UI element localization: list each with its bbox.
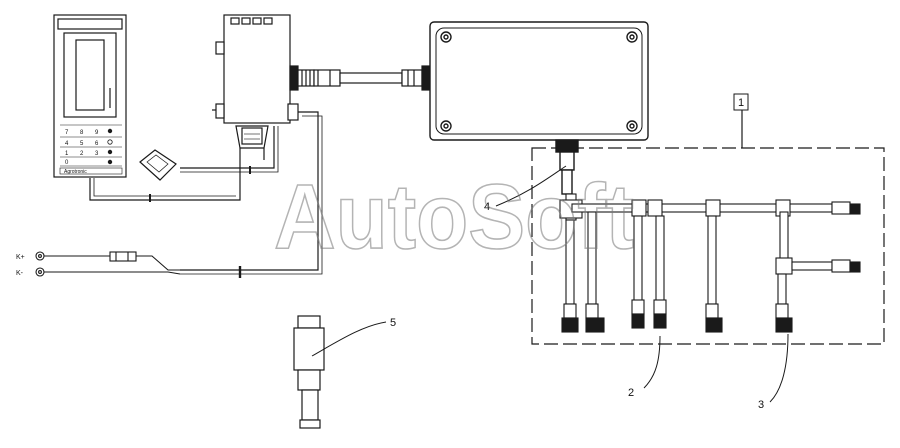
key-4[interactable]: 4 [65, 141, 69, 147]
function-key-icon[interactable] [107, 139, 113, 145]
callout-3-label: 3 [758, 399, 764, 411]
key-9[interactable]: 9 [95, 130, 99, 136]
key-8[interactable]: 8 [80, 130, 84, 136]
key-2[interactable]: 2 [80, 151, 84, 157]
battery-leads [35, 251, 181, 277]
brand-label: Agrotronic [64, 169, 87, 175]
terminal-cables [89, 111, 323, 278]
callout-1-label: 1 [738, 97, 744, 109]
callout-2-label: 2 [628, 387, 634, 399]
callout-5-label: 5 [390, 317, 396, 329]
key-5[interactable]: 5 [80, 141, 84, 147]
trunk-cable [313, 65, 431, 91]
key-7[interactable]: 7 [65, 130, 69, 136]
callout-1: 1 [733, 93, 749, 111]
key-0[interactable]: 0 [65, 160, 69, 166]
terminal-negative-label: K- [16, 270, 24, 277]
callout-4-label: 4 [484, 201, 490, 213]
diamond-connector [139, 149, 177, 181]
function-key-icon[interactable] [107, 149, 113, 155]
terminal-positive-label: K+ [16, 254, 25, 261]
control-terminal [53, 14, 127, 178]
key-6[interactable]: 6 [95, 141, 99, 147]
sleeve-part [293, 315, 325, 429]
function-key-icon[interactable] [107, 128, 113, 134]
keypad [60, 124, 122, 167]
callout-leaders [311, 165, 789, 403]
junction-box [212, 14, 315, 160]
watermark-logo: AutoSoft [274, 166, 634, 268]
harness-drops [561, 211, 793, 333]
keypad-labels: 7 8 9 4 5 6 1 2 3 0 Agrotronic [64, 128, 113, 175]
control-module [429, 21, 649, 195]
key-1[interactable]: 1 [65, 151, 69, 157]
key-3[interactable]: 3 [95, 151, 99, 157]
harness-assembly-boundary [531, 110, 885, 345]
function-key-icon[interactable] [107, 159, 113, 165]
